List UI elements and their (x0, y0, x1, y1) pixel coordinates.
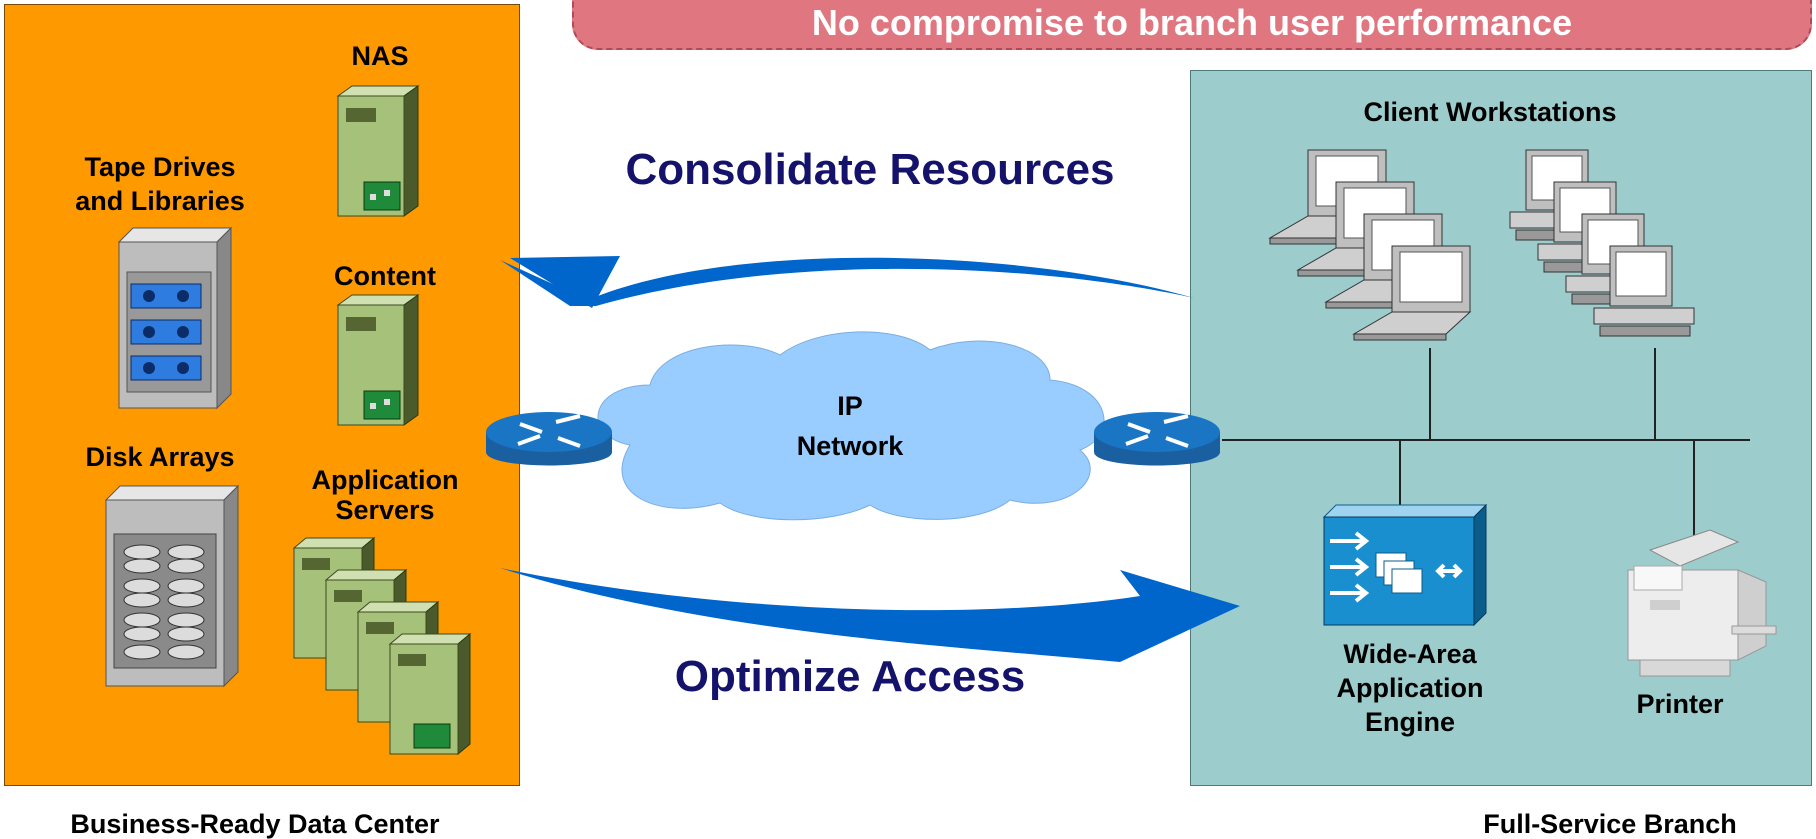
desktops-icon (1509, 149, 1695, 337)
optimize-arrow-icon (500, 568, 1240, 662)
disk-array-icon (104, 484, 240, 688)
content-server-icon (336, 294, 420, 426)
printer-label: Printer (1636, 689, 1724, 719)
content-label: Content (334, 261, 436, 291)
router-left-icon (486, 412, 612, 466)
disk-label: Disk Arrays (85, 442, 235, 472)
tape-label-line2: and Libraries (75, 186, 245, 216)
router-right-icon (1094, 412, 1220, 466)
printer-icon (1627, 529, 1777, 677)
ip-network-cloud-icon (597, 331, 1105, 521)
nas-label: NAS (351, 41, 409, 71)
tape-label-line1: Tape Drives (84, 152, 236, 182)
banner: No compromise to branch user performance (572, 0, 1812, 50)
data-center-caption: Business-Ready Data Center (70, 809, 440, 839)
waae-icon (1322, 503, 1488, 627)
tape-library-icon (117, 226, 233, 410)
nas-server-icon (336, 85, 420, 217)
application-servers-icon (292, 536, 472, 756)
optimize-access-label: Optimize Access (674, 652, 1026, 701)
cloud-label-line2: Network (796, 431, 904, 461)
consolidate-arrow-icon (500, 256, 1194, 308)
branch-caption: Full-Service Branch (1483, 809, 1737, 839)
laptops-icon (1269, 149, 1471, 341)
client-workstations-label: Client Workstations (1363, 97, 1617, 127)
waae-label-line2: Application (1336, 673, 1484, 703)
consolidate-resources-label: Consolidate Resources (625, 145, 1115, 194)
app-label-line2: Servers (335, 495, 435, 525)
waae-label-line1: Wide-Area (1343, 639, 1477, 669)
waae-label-line3: Engine (1364, 707, 1455, 737)
cloud-label-line1: IP (837, 391, 863, 421)
app-label-line1: Application (311, 465, 459, 495)
banner-text: No compromise to branch user performance (811, 2, 1573, 43)
